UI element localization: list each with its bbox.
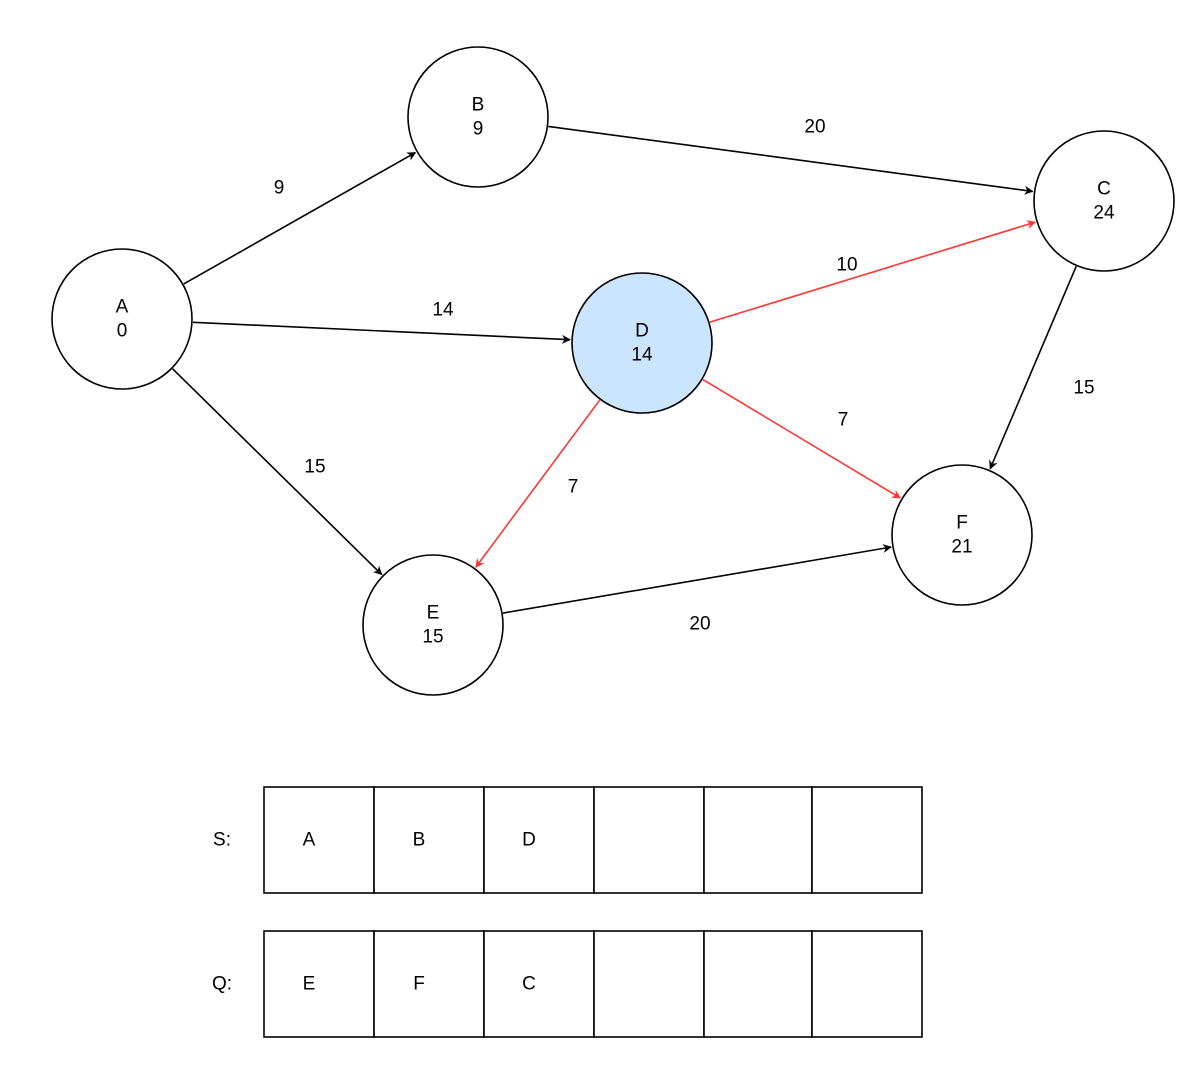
node-a: A0 bbox=[51, 248, 193, 390]
edge-d-f bbox=[702, 378, 902, 499]
node-a-distance: 0 bbox=[117, 321, 128, 342]
set-q-cell bbox=[483, 930, 595, 1038]
set-q-row: Q: E F C bbox=[212, 930, 923, 1038]
set-q-cell bbox=[593, 930, 705, 1038]
node-d-distance: 14 bbox=[631, 345, 653, 366]
set-q-cell bbox=[811, 930, 923, 1038]
node-f: F 21 bbox=[891, 464, 1033, 606]
set-s-cell-value: D bbox=[522, 830, 536, 851]
node-b-circle bbox=[407, 46, 549, 188]
set-s-cell bbox=[263, 786, 375, 894]
edge-weight-a-d: 14 bbox=[432, 300, 454, 321]
set-s-cell bbox=[373, 786, 485, 894]
edge-weight-e-f: 20 bbox=[689, 614, 710, 635]
edges-layer bbox=[172, 125, 1077, 614]
node-b: B9 bbox=[407, 46, 549, 188]
edge-weight-c-f: 15 bbox=[1073, 378, 1094, 399]
edge-weights-layer: 9 14 15 20 10 7 7 15 20 bbox=[274, 117, 1095, 635]
edge-d-c bbox=[709, 220, 1037, 323]
node-e-distance: 15 bbox=[422, 627, 443, 648]
node-e-circle bbox=[362, 554, 504, 696]
sets-layer: S: A B D Q: E F C bbox=[212, 786, 923, 1038]
node-e-label: E bbox=[427, 603, 440, 624]
node-d-label: D bbox=[635, 321, 649, 342]
set-q-cell-value: E bbox=[303, 974, 316, 995]
set-s-cell bbox=[483, 786, 595, 894]
set-s-cell-value: B bbox=[413, 830, 426, 851]
set-s-label: S: bbox=[213, 830, 231, 851]
set-q-label: Q: bbox=[212, 974, 232, 995]
node-d: D 14 bbox=[571, 272, 713, 414]
node-b-label: B bbox=[472, 95, 485, 116]
set-s-row: S: A B D bbox=[213, 786, 923, 894]
edge-weight-d-e: 7 bbox=[568, 477, 579, 498]
node-c-distance: 24 bbox=[1093, 203, 1115, 224]
edge-a-b bbox=[183, 151, 417, 285]
edge-a-e bbox=[172, 368, 383, 576]
edge-e-f bbox=[502, 543, 892, 614]
edge-weight-b-c: 20 bbox=[804, 117, 825, 138]
node-f-distance: 21 bbox=[951, 537, 972, 558]
edge-weight-a-b: 9 bbox=[274, 178, 285, 199]
set-q-cell bbox=[373, 930, 485, 1038]
node-a-circle bbox=[51, 248, 193, 390]
node-c-circle bbox=[1033, 130, 1175, 272]
node-f-label: F bbox=[956, 513, 968, 534]
edge-b-c bbox=[548, 125, 1034, 195]
set-q-cell bbox=[263, 930, 375, 1038]
set-s-cell-value: A bbox=[303, 830, 316, 851]
node-b-distance: 9 bbox=[473, 119, 484, 140]
set-q-cell-value: F bbox=[413, 974, 425, 995]
edge-weight-a-e: 15 bbox=[304, 457, 325, 478]
edge-weight-d-c: 10 bbox=[836, 255, 857, 276]
set-q-cell-value: C bbox=[522, 974, 536, 995]
node-e: E 15 bbox=[362, 554, 504, 696]
set-q-cell bbox=[703, 930, 813, 1038]
node-a-label: A bbox=[116, 297, 129, 318]
node-d-circle bbox=[571, 272, 713, 414]
node-c-label: C bbox=[1097, 179, 1111, 200]
edge-weight-d-f: 7 bbox=[838, 410, 849, 431]
edge-a-d bbox=[192, 321, 571, 344]
set-s-cell bbox=[703, 786, 813, 894]
edge-c-f bbox=[989, 266, 1077, 470]
node-c: C 24 bbox=[1033, 130, 1175, 272]
node-f-circle bbox=[891, 464, 1033, 606]
set-s-cell bbox=[811, 786, 923, 894]
set-s-cell bbox=[593, 786, 705, 894]
edge-d-e bbox=[475, 399, 601, 568]
